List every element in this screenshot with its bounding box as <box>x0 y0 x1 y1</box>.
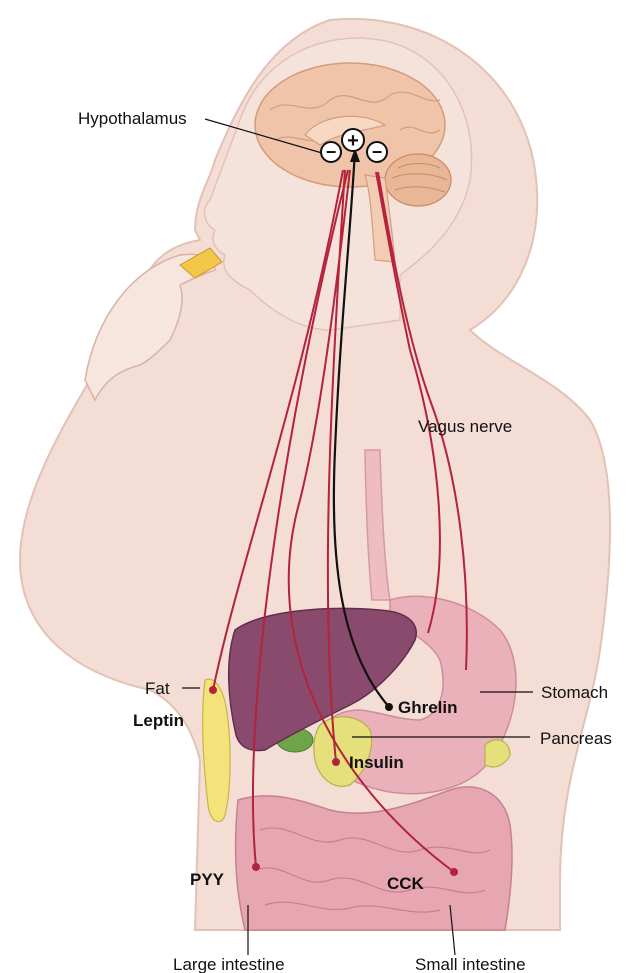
pyy-dot <box>252 863 260 871</box>
vagus-nerve-label: Vagus nerve <box>418 418 512 435</box>
minus-sign-left: − <box>326 142 337 162</box>
large-intestine-label: Large intestine <box>173 956 285 973</box>
pancreas-label: Pancreas <box>540 730 612 747</box>
ghrelin-label: Ghrelin <box>398 699 458 716</box>
plus-sign: + <box>347 130 359 152</box>
insulin-dot <box>332 758 340 766</box>
cck-dot <box>450 868 458 876</box>
cck-label: CCK <box>387 875 424 892</box>
ghrelin-dot <box>385 703 393 711</box>
hypothalamus-label: Hypothalamus <box>78 110 187 127</box>
small-intestine-label: Small intestine <box>415 956 526 973</box>
leptin-label: Leptin <box>133 712 184 729</box>
pyy-label: PYY <box>190 871 224 888</box>
cerebellum <box>385 154 451 206</box>
leptin-dot <box>209 686 217 694</box>
insulin-label: Insulin <box>349 754 404 771</box>
stomach-label: Stomach <box>541 684 608 701</box>
minus-sign-right: − <box>372 142 383 162</box>
fat-label: Fat <box>145 680 170 697</box>
